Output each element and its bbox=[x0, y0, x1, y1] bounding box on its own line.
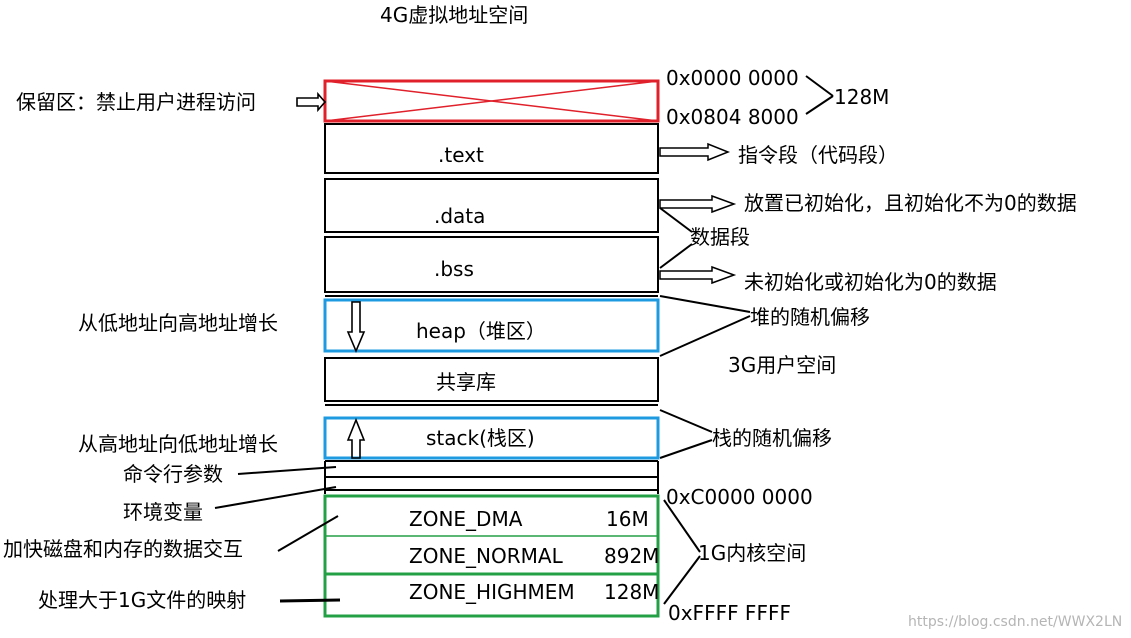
reserved-region bbox=[323, 79, 660, 123]
data-segment-annotation: 数据段 bbox=[690, 225, 750, 249]
cmd-args-label: 命令行参数 bbox=[123, 462, 223, 486]
stack-segment: stack(栈区) bbox=[323, 416, 660, 460]
zone-normal-size: 892M bbox=[604, 544, 659, 568]
watermark: https://blog.csdn.net/WWX2LN bbox=[908, 614, 1122, 630]
diagram-title: 4G虚拟地址空间 bbox=[380, 3, 528, 27]
reserved-start-addr: 0x0000 0000 bbox=[666, 66, 799, 90]
zone-highmem-name: ZONE_HIGHMEM bbox=[409, 580, 575, 604]
bss-desc-arrow bbox=[659, 265, 737, 285]
data-segment-label: .data bbox=[434, 204, 485, 228]
heap-random-lines bbox=[659, 295, 751, 357]
stack-up-arrow bbox=[346, 417, 366, 459]
text-desc-label: 指令段（代码段） bbox=[738, 143, 898, 167]
stack-growth-label: 从高地址向低地址增长 bbox=[78, 432, 278, 456]
data-desc-label: 放置已初始化，且初始化不为0的数据 bbox=[744, 191, 1077, 215]
zone-dma-name: ZONE_DMA bbox=[409, 507, 523, 531]
kernel-start-addr: 0xC0000 0000 bbox=[666, 485, 813, 509]
heap-growth-label: 从低地址向高地址增长 bbox=[78, 311, 278, 335]
shared-lib-segment: 共享库 bbox=[324, 357, 659, 406]
heap-segment-label: heap（堆区） bbox=[416, 319, 546, 343]
stack-segment-label: stack(栈区) bbox=[426, 426, 535, 450]
kernel-brace bbox=[663, 499, 701, 605]
args-env-region bbox=[324, 460, 659, 494]
kernel-end-addr: 0xFFFF FFFF bbox=[668, 601, 791, 625]
reserved-arrow bbox=[296, 91, 327, 113]
data-desc-arrow bbox=[659, 194, 737, 214]
kernel-region: ZONE_DMA 16M ZONE_NORMAL 892M ZONE_HIGHM… bbox=[323, 494, 660, 618]
dma-note-line bbox=[277, 515, 339, 552]
reserved-size: 128M bbox=[834, 85, 889, 109]
heap-segment: heap（堆区） bbox=[323, 298, 660, 353]
text-segment-label: .text bbox=[438, 143, 484, 167]
env-vars-label: 环境变量 bbox=[123, 500, 203, 524]
kernel-space-label: 1G内核空间 bbox=[698, 541, 806, 565]
bss-segment-label: .bss bbox=[434, 257, 474, 281]
text-segment: .text bbox=[324, 123, 659, 180]
data-segment: .data bbox=[324, 178, 659, 238]
reserved-label: 保留区：禁止用户进程访问 bbox=[16, 90, 256, 114]
text-desc-arrow bbox=[659, 142, 731, 162]
env-vars-line bbox=[214, 486, 337, 509]
reserved-end-addr: 0x0804 8000 bbox=[666, 105, 799, 129]
highmem-note-line bbox=[279, 598, 341, 603]
heap-down-arrow bbox=[346, 301, 366, 354]
cmd-args-line bbox=[237, 466, 337, 475]
dma-note-label: 加快磁盘和内存的数据交互 bbox=[3, 537, 243, 561]
bss-desc-label: 未初始化或初始化为0的数据 bbox=[744, 270, 997, 294]
reserved-size-brace bbox=[805, 75, 834, 115]
zone-normal-name: ZONE_NORMAL bbox=[409, 544, 564, 568]
shared-lib-label: 共享库 bbox=[436, 370, 496, 394]
stack-random-label: 栈的随机偏移 bbox=[712, 426, 832, 450]
user-space-label: 3G用户空间 bbox=[728, 353, 836, 377]
zone-highmem-size: 128M bbox=[604, 580, 659, 604]
highmem-note-label: 处理大于1G文件的映射 bbox=[38, 588, 246, 612]
bss-segment: .bss bbox=[324, 236, 659, 297]
stack-random-lines bbox=[659, 409, 713, 459]
data-segment-bracket bbox=[659, 207, 693, 269]
heap-random-label: 堆的随机偏移 bbox=[750, 305, 870, 329]
zone-dma-size: 16M bbox=[606, 507, 649, 531]
